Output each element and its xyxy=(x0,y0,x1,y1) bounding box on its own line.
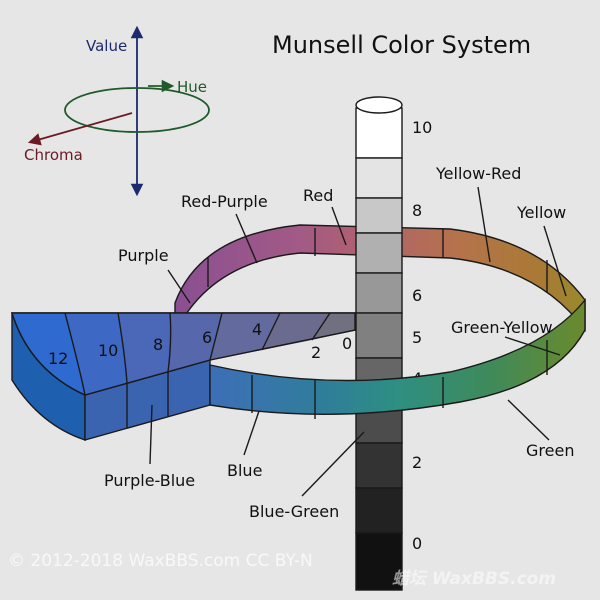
value-scale: 10 8 6 5 4 2 0 xyxy=(412,118,432,553)
value-label-5: 5 xyxy=(412,328,422,347)
watermark-site: 蜡坛 WaxBBS.com xyxy=(392,569,556,589)
value-label-10: 10 xyxy=(412,118,432,137)
hue-label-blue-green: Blue-Green xyxy=(249,502,339,521)
chroma-wedge xyxy=(11,312,356,441)
hue-label-yellow: Yellow xyxy=(516,203,566,222)
chroma-label-10: 10 xyxy=(98,341,118,360)
hue-label-yellow-red: Yellow-Red xyxy=(435,164,521,183)
axis-key: Value Hue Chroma xyxy=(24,25,210,197)
hue-label-blue: Blue xyxy=(227,461,262,480)
chroma-label-6: 6 xyxy=(202,328,212,347)
hue-label-purple: Purple xyxy=(118,246,169,265)
diagram-title: Munsell Color System xyxy=(272,31,531,59)
chroma-label-12: 12 xyxy=(48,349,68,368)
chroma-arrow xyxy=(27,112,133,146)
hue-label-green: Green xyxy=(526,441,574,460)
hue-circle xyxy=(64,87,210,133)
hue-label-purple-blue: Purple-Blue xyxy=(104,471,195,490)
hue-ring-front xyxy=(209,298,586,419)
chroma-label-8: 8 xyxy=(153,335,163,354)
hue-label-green-yellow: Green-Yellow xyxy=(451,318,553,337)
value-key-label: Value xyxy=(86,37,127,55)
hue-label-red-purple: Red-Purple xyxy=(181,192,268,211)
value-label-8: 8 xyxy=(412,201,422,220)
hue-key-label: Hue xyxy=(177,78,207,96)
hue-labels: Red Yellow-Red Yellow Green-Yellow Green… xyxy=(104,164,574,521)
chroma-label-2: 2 xyxy=(311,343,321,362)
value-label-2: 2 xyxy=(412,453,422,472)
chroma-scale: 12 10 8 6 4 2 0 xyxy=(48,320,352,368)
watermark-copyright: © 2012-2018 WaxBBS.com CC BY-N xyxy=(8,551,313,571)
chroma-label-0: 0 xyxy=(342,334,352,353)
value-column xyxy=(355,96,403,591)
chroma-label-4: 4 xyxy=(252,320,262,339)
value-label-0: 0 xyxy=(412,534,422,553)
value-label-6: 6 xyxy=(412,286,422,305)
chroma-key-label: Chroma xyxy=(24,146,83,164)
hue-label-red: Red xyxy=(303,186,333,205)
